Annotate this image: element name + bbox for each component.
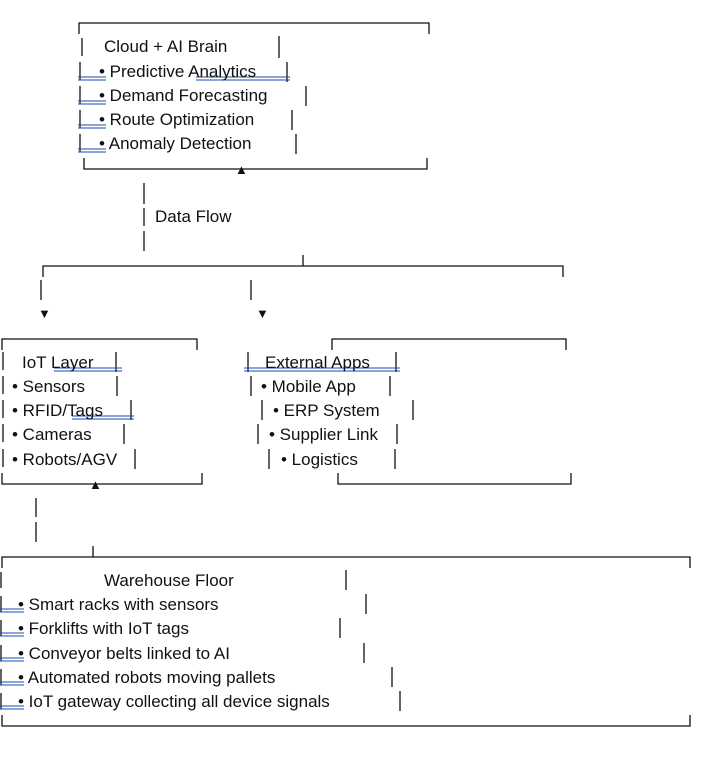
cloud-item: • Anomaly Detection [99,134,252,153]
iot-item: • RFID/Tags [12,401,103,420]
external-title: External Apps [265,353,370,372]
data-flow-label: Data Flow [155,207,232,226]
warehouse-item: • Automated robots moving pallets [18,668,276,687]
cloud-item: • Demand Forecasting [99,86,268,105]
up-arrow-icon: ▲ [235,162,248,177]
up-arrow-icon: ▲ [89,477,102,492]
down-arrow-icon: ▼ [256,306,269,321]
warehouse-item: • Conveyor belts linked to AI [18,644,230,663]
warehouse-item: • Forklifts with IoT tags [18,619,189,638]
warehouse-title: Warehouse Floor [104,571,234,590]
warehouse-item: • IoT gateway collecting all device sign… [18,692,330,711]
iot-item: • Robots/AGV [12,450,118,469]
warehouse-item: • Smart racks with sensors [18,595,219,614]
external-item: • ERP System [273,401,380,420]
iot-title: IoT Layer [22,353,94,372]
down-arrow-icon: ▼ [38,306,51,321]
cloud-item: • Route Optimization [99,110,255,129]
iot-item: • Sensors [12,377,86,396]
cloud-title: Cloud + AI Brain [104,37,228,56]
external-item: • Logistics [281,450,358,469]
external-item: • Supplier Link [269,425,378,444]
external-item: • Mobile App [261,377,356,396]
cloud-item: • Predictive Analytics [99,62,257,81]
iot-item: • Cameras [12,425,92,444]
